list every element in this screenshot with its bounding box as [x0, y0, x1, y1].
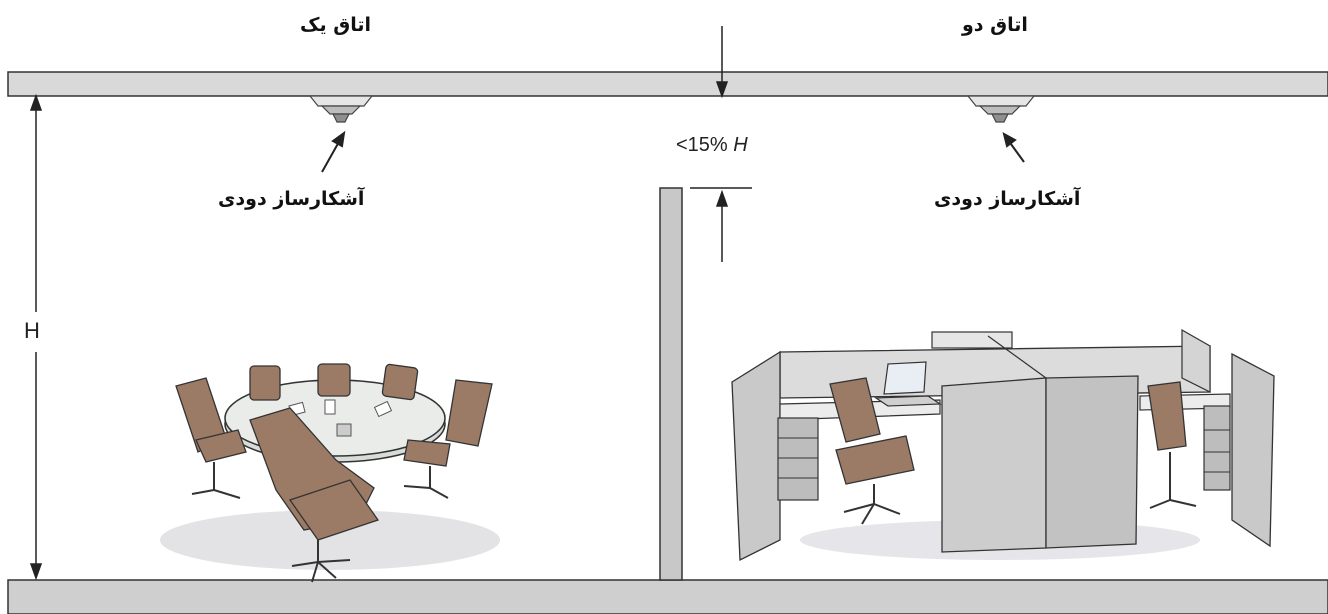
- gap-dimension: [690, 26, 752, 262]
- gap-label: <15% H: [676, 134, 748, 156]
- room-one-title: اتاق یک: [300, 14, 371, 36]
- pointer-arrow-two: [1002, 132, 1025, 163]
- conference-room-illustration: [160, 363, 500, 583]
- height-label: H: [24, 318, 40, 343]
- smoke-detector-one-icon: [308, 95, 374, 123]
- gap-label-h: H: [733, 134, 748, 156]
- height-dimension: [29, 93, 43, 581]
- detector-one-label: آشکارساز دودی: [218, 188, 365, 210]
- detector-two-label: آشکارساز دودی: [934, 188, 1081, 210]
- floor-slab: [7, 579, 1328, 614]
- room-two-title: اتاق دو: [962, 14, 1028, 36]
- partition-wall: [659, 187, 683, 581]
- office-cubicle-illustration: [731, 328, 1275, 562]
- ceiling-slab: [7, 71, 1328, 97]
- pointer-arrow-one: [321, 130, 346, 173]
- smoke-detector-two-icon: [966, 95, 1036, 123]
